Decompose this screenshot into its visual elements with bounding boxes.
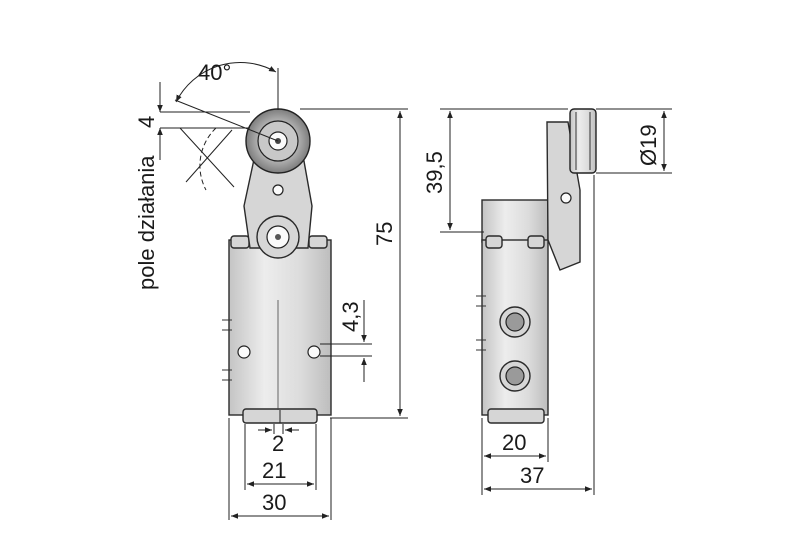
front-top-tab-left xyxy=(230,235,250,249)
side-roller xyxy=(569,108,597,174)
pivot-center xyxy=(275,234,281,240)
height-total-label: 75 xyxy=(372,222,397,246)
width-30-label: 30 xyxy=(262,490,286,515)
width-20-label: 20 xyxy=(502,430,526,455)
side-top-tab-left xyxy=(485,235,503,249)
side-bottom-foot xyxy=(487,408,545,424)
front-view xyxy=(222,108,332,424)
side-top-tab-right xyxy=(527,235,545,249)
width-37-label: 37 xyxy=(520,463,544,488)
pole-value: 4 xyxy=(134,116,159,128)
roller-diameter-label: Ø19 xyxy=(636,124,661,166)
height-upper-label: 39,5 xyxy=(422,151,447,194)
width-2-label: 2 xyxy=(272,431,284,456)
port-offset-label: 4,3 xyxy=(338,301,363,332)
side-dimensions: 39,5 Ø19 20 37 xyxy=(422,108,672,495)
front-hole-right xyxy=(307,345,321,359)
front-dimensions: 40° 4 pole działania 75 4,3 2 xyxy=(134,60,408,520)
swing-arc xyxy=(199,127,217,191)
side-port-lower-inner xyxy=(505,366,525,386)
side-port-upper-inner xyxy=(505,312,525,332)
front-hole-left xyxy=(237,345,251,359)
pole-label: pole działania xyxy=(134,155,159,290)
side-top-block xyxy=(481,199,549,243)
side-lever-screw xyxy=(560,192,572,204)
front-top-tab-right xyxy=(308,235,328,249)
side-notch-marks xyxy=(476,295,486,351)
width-21-label: 21 xyxy=(262,458,286,483)
lever-screw xyxy=(272,184,284,196)
side-view xyxy=(476,108,597,424)
front-body xyxy=(228,239,332,416)
angle-label: 40° xyxy=(198,60,231,85)
front-side-marks xyxy=(222,319,232,381)
